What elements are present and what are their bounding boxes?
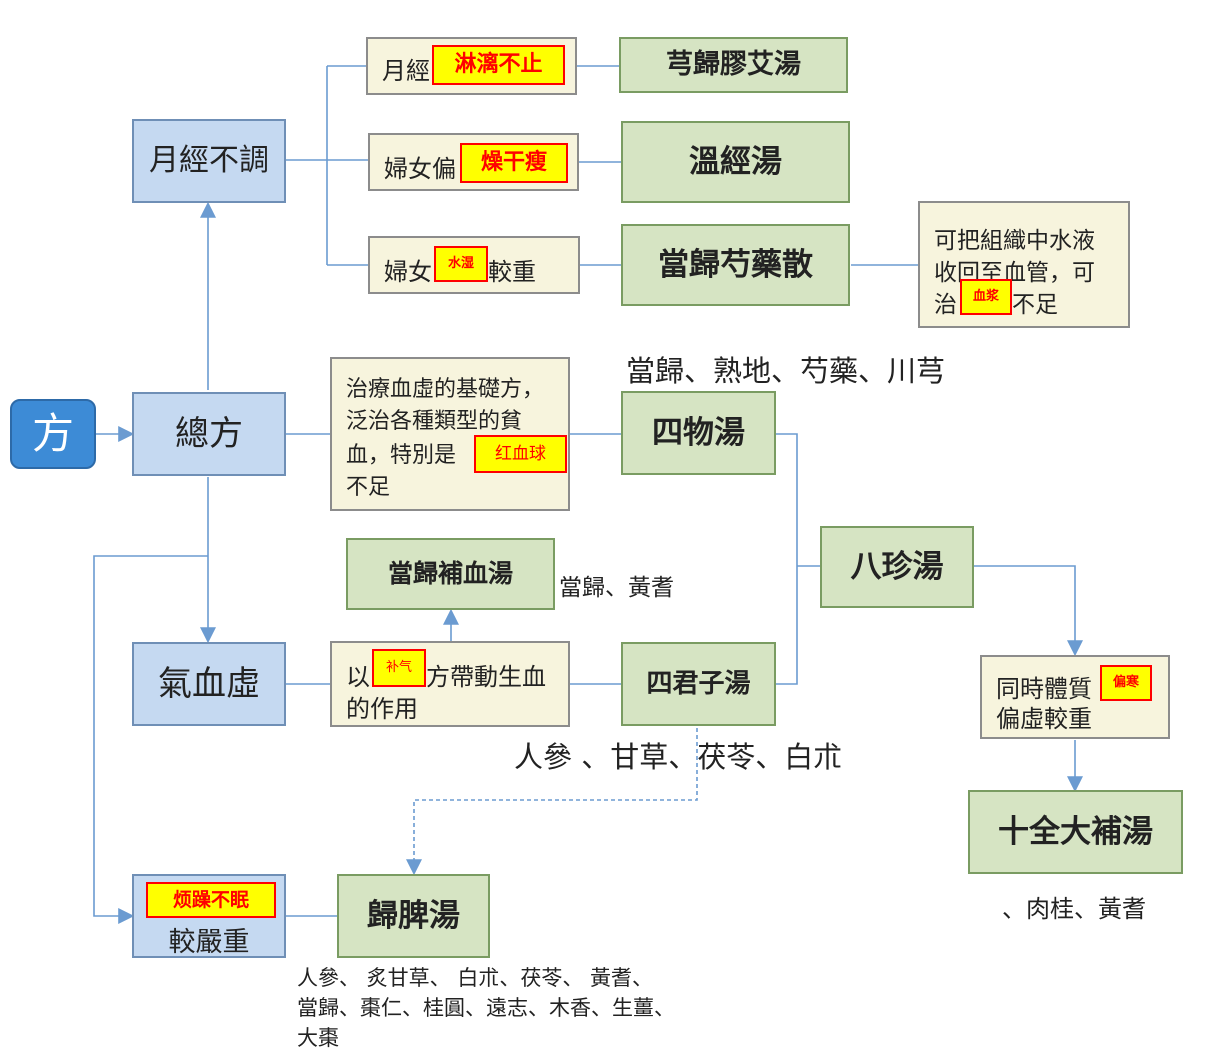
body-note-line-2: 偏虛較重 — [996, 705, 1092, 733]
general-desc-line-1: 治療血虛的基礎方， — [346, 377, 545, 402]
ingredients-guipi-line-2: 當歸、棗仁、桂圓、遠志、木香、生薑、 — [297, 996, 675, 1020]
danggui-note-line-1: 可把組織中水液 — [934, 228, 1095, 254]
formula-sijunzi: 四君子湯 — [621, 642, 776, 726]
formula-xionggui-jiaoai: 芎歸膠艾湯 — [619, 37, 848, 93]
general-description: 治療血虛的基礎方， 泛治各種類型的貧 血，特別是 红血球 不足 — [330, 357, 570, 511]
body-note-highlight: 偏寒 — [1100, 665, 1152, 701]
category-general: 總方 — [132, 392, 286, 476]
root-node: 方 — [10, 399, 96, 469]
formula-danggui-shaoyao: 當歸芍藥散 — [621, 224, 850, 306]
ingredients-guipi-line-3: 大棗 — [297, 1026, 339, 1050]
condition-3-text-b: 較重 — [488, 258, 536, 286]
ingredients-siwu: 當歸、熟地、芍藥、川芎 — [626, 354, 946, 388]
category-severe: 烦躁不眠 較嚴重 — [132, 874, 286, 958]
body-note-text-a: 同時體質 — [996, 675, 1092, 703]
ingredients-guipi-line-1: 人參、 炙甘草、 白朮、茯苓、 黃耆、 — [297, 966, 654, 990]
category-qi-blood: 氣血虛 — [132, 642, 286, 726]
danggui-note-highlight: 血浆 — [960, 279, 1012, 315]
qi-desc-line-2: 的作用 — [346, 695, 418, 723]
ingredients-sijunzi: 人參 、甘草、茯苓、白朮 — [514, 740, 843, 774]
condition-1-highlight: 淋漓不止 — [432, 45, 565, 85]
condition-menstrual-prolonged: 月經 淋漓不止 — [366, 37, 577, 95]
severe-label: 較嚴重 — [168, 927, 250, 958]
condition-2-highlight: 燥干瘦 — [460, 143, 568, 183]
qi-desc-highlight: 补气 — [372, 649, 426, 687]
qi-desc-text-a: 以 — [346, 663, 370, 691]
danggui-note-line-2: 收回至血管，可 — [934, 260, 1095, 286]
formula-danggui-buxue: 當歸補血湯 — [346, 538, 555, 610]
general-desc-line-4: 不足 — [346, 475, 391, 500]
general-desc-highlight: 红血球 — [474, 435, 567, 473]
ingredients-buxue: 當歸、黃耆 — [559, 575, 674, 601]
ingredients-shiquan: 、肉桂、黃耆 — [1002, 895, 1146, 923]
condition-dry-thin: 婦女偏 燥干瘦 — [368, 133, 579, 191]
category-menstrual: 月經不調 — [132, 119, 286, 203]
condition-1-text: 月經 — [382, 57, 430, 85]
formula-shiquan-dabu: 十全大補湯 — [968, 790, 1183, 874]
formula-guipi: 歸脾湯 — [337, 874, 490, 958]
severe-highlight: 烦躁不眠 — [146, 882, 276, 918]
general-desc-line-3: 血，特別是 — [346, 443, 457, 468]
qi-desc-text-b: 方帶動生血 — [426, 663, 546, 691]
body-constitution-note: 同時體質 偏寒 偏虛較重 — [980, 655, 1170, 739]
formula-bazhen: 八珍湯 — [820, 526, 974, 608]
danggui-note-text-b: 不足 — [1012, 292, 1058, 318]
danggui-shaoyao-note: 可把組織中水液 收回至血管，可 治 血浆 不足 — [918, 201, 1130, 328]
formula-wenjing: 溫經湯 — [621, 121, 850, 203]
edge-sijunzi-guipi — [406, 728, 698, 876]
condition-2-text: 婦女偏 — [384, 155, 456, 183]
edge-general-severe — [93, 555, 208, 924]
condition-3-highlight: 水湿 — [434, 246, 488, 282]
general-desc-line-2: 泛治各種類型的貧 — [346, 409, 523, 434]
formula-siwu: 四物湯 — [621, 391, 776, 475]
danggui-note-text-a: 治 — [934, 292, 957, 318]
condition-3-text-a: 婦女 — [384, 258, 432, 286]
qi-description: 以 补气 方帶動生血 的作用 — [330, 641, 570, 727]
condition-dampness: 婦女 水湿 較重 — [368, 236, 580, 294]
